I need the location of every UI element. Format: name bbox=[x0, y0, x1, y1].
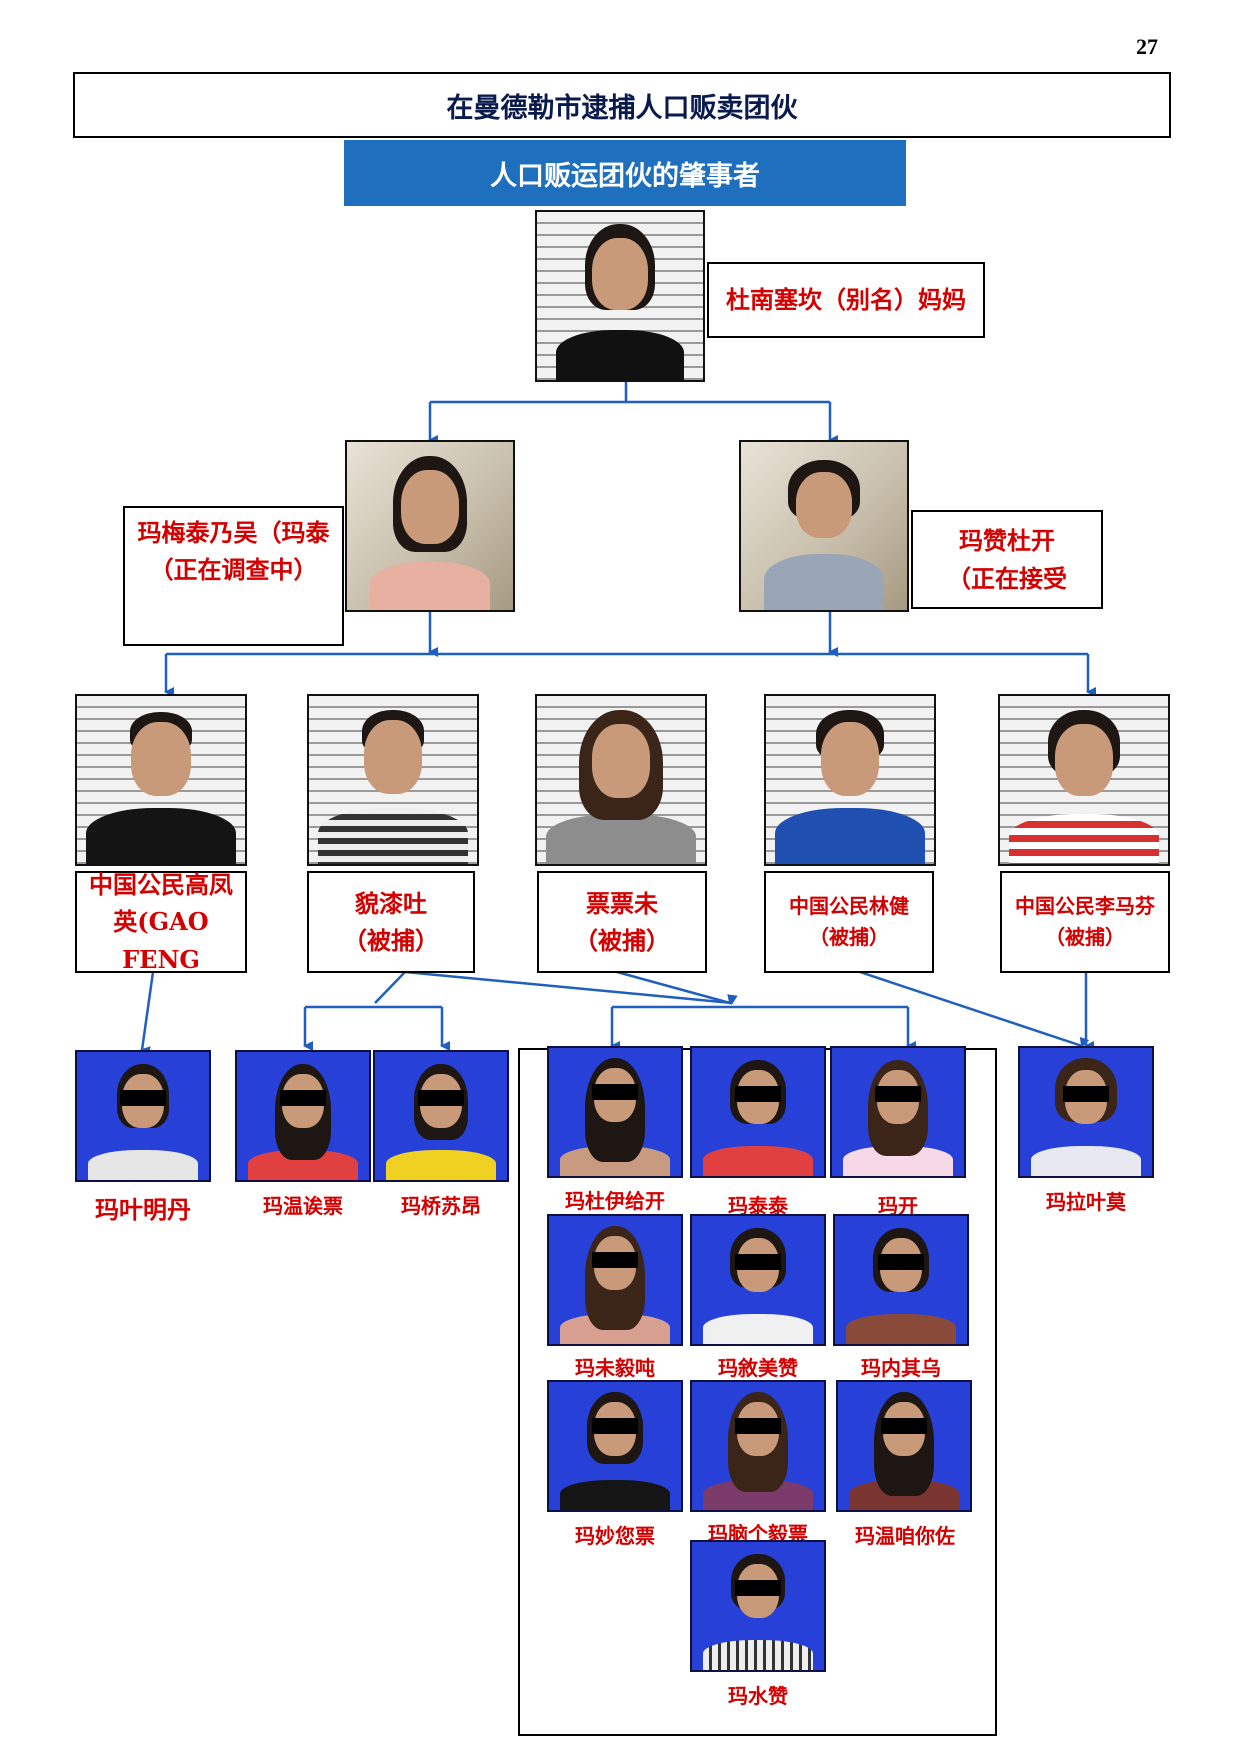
tier3-label-5: 中国公民李马芬 （被捕） bbox=[1000, 871, 1170, 973]
victim-name: 玛妙您票 bbox=[575, 1524, 655, 1548]
victim-photo bbox=[547, 1046, 683, 1178]
victim-photo bbox=[373, 1050, 509, 1182]
victim-name: 玛桥苏昂 bbox=[401, 1194, 481, 1218]
victim-name: 玛拉叶莫 bbox=[1046, 1190, 1126, 1214]
victim-photo bbox=[1018, 1046, 1154, 1178]
tier2-status-1: （正在调查中） bbox=[149, 555, 318, 585]
tier3-photo-5 bbox=[998, 694, 1170, 866]
tier3-label-4: 中国公民林健 （被捕） bbox=[764, 871, 934, 973]
victim-photo bbox=[830, 1046, 966, 1178]
page-title: 在曼德勒市逮捕人口贩卖团伙 bbox=[73, 72, 1171, 138]
tier3-name-3: 票票未 bbox=[586, 888, 658, 918]
tier3-status-5: （被捕） bbox=[1045, 925, 1125, 949]
victim-photo bbox=[690, 1380, 826, 1512]
tier2-label-1: 玛梅泰乃吴（玛泰 （正在调查中） bbox=[123, 506, 344, 646]
victim-name: 玛温咱你佐 bbox=[855, 1524, 955, 1548]
tier3-status-4: （被捕） bbox=[809, 925, 889, 949]
leader-label: 杜南塞坎（别名）妈妈 bbox=[707, 262, 985, 338]
tier3-name-2: 貌漆吐 bbox=[355, 888, 427, 918]
tier2-status-2: （正在接受 bbox=[947, 563, 1067, 593]
tier2-label-2: 玛赞杜开 （正在接受 bbox=[911, 510, 1103, 609]
tier2-name-1: 玛梅泰乃吴（玛泰 bbox=[137, 518, 330, 547]
victim-photo bbox=[75, 1050, 211, 1182]
victim-photo bbox=[690, 1214, 826, 1346]
victim-photo bbox=[547, 1214, 683, 1346]
victim-name: 玛内其乌 bbox=[861, 1356, 941, 1380]
tier3-status-2: （被捕） bbox=[343, 926, 439, 955]
victim-photo bbox=[690, 1046, 826, 1178]
victim-photo bbox=[235, 1050, 371, 1182]
leader-photo bbox=[535, 210, 705, 382]
connector bbox=[404, 970, 738, 1005]
tier2-photo-2 bbox=[739, 440, 909, 612]
victim-photo bbox=[836, 1380, 972, 1512]
tier3-name-5: 中国公民李马芬 bbox=[1015, 894, 1155, 918]
tier2-name-2: 玛赞杜开 bbox=[959, 526, 1055, 556]
tier3-name-4: 中国公民林健 bbox=[789, 894, 909, 918]
tier3-label-3: 票票未 （被捕） bbox=[537, 871, 707, 973]
page-number: 27 bbox=[1136, 34, 1158, 59]
tier3-name-1: 中国公民高凤 bbox=[89, 870, 233, 900]
tier2-photo-1 bbox=[345, 440, 515, 612]
connector bbox=[859, 970, 1090, 1048]
tier3-photo-3 bbox=[535, 694, 707, 866]
victim-photo bbox=[547, 1380, 683, 1512]
victim-name: 玛叶明丹 bbox=[95, 1195, 191, 1224]
tier3-photo-2 bbox=[307, 694, 479, 866]
victim-photo bbox=[690, 1540, 826, 1672]
tier3-photo-1 bbox=[75, 694, 247, 866]
victim-name: 玛杜伊给开 bbox=[565, 1189, 665, 1213]
victim-name: 玛温诶票 bbox=[263, 1194, 343, 1218]
section-subtitle: 人口贩运团伙的肇事者 bbox=[344, 140, 906, 206]
tier3-status-1: 英(GAO FENG bbox=[113, 907, 209, 974]
connector bbox=[616, 970, 737, 1005]
connector bbox=[374, 971, 406, 1004]
victim-name: 玛水赞 bbox=[728, 1684, 788, 1708]
tier3-label-2: 貌漆吐 （被捕） bbox=[307, 871, 475, 973]
victim-photo bbox=[833, 1214, 969, 1346]
victim-name: 玛未毅吨 bbox=[575, 1356, 655, 1380]
tier3-photo-4 bbox=[764, 694, 936, 866]
tier3-status-3: （被捕） bbox=[574, 926, 670, 955]
tier3-label-1: 中国公民高凤 英(GAO FENG bbox=[75, 870, 247, 974]
connector bbox=[140, 971, 155, 1057]
victim-name: 玛敘美赞 bbox=[718, 1356, 798, 1380]
leader-name: 杜南塞坎（别名）妈妈 bbox=[726, 285, 966, 315]
